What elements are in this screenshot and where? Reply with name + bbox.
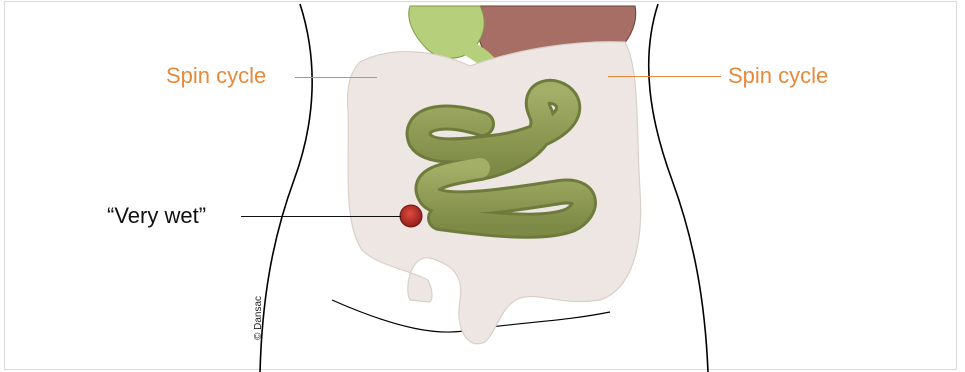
right-spin-leader-line: [608, 76, 721, 77]
very-wet-leader-line: [241, 216, 401, 217]
right-spin-cycle-label: Spin cycle: [728, 65, 828, 87]
left-spin-cycle-label: Spin cycle: [166, 65, 266, 87]
stoma-marker: [400, 205, 422, 227]
copyright-credit: © Dansac: [253, 296, 264, 340]
body-outline-left: [260, 4, 312, 372]
body-outline-right: [649, 4, 708, 372]
very-wet-label: “Very wet”: [107, 205, 206, 227]
left-spin-leader-line: [295, 77, 377, 78]
